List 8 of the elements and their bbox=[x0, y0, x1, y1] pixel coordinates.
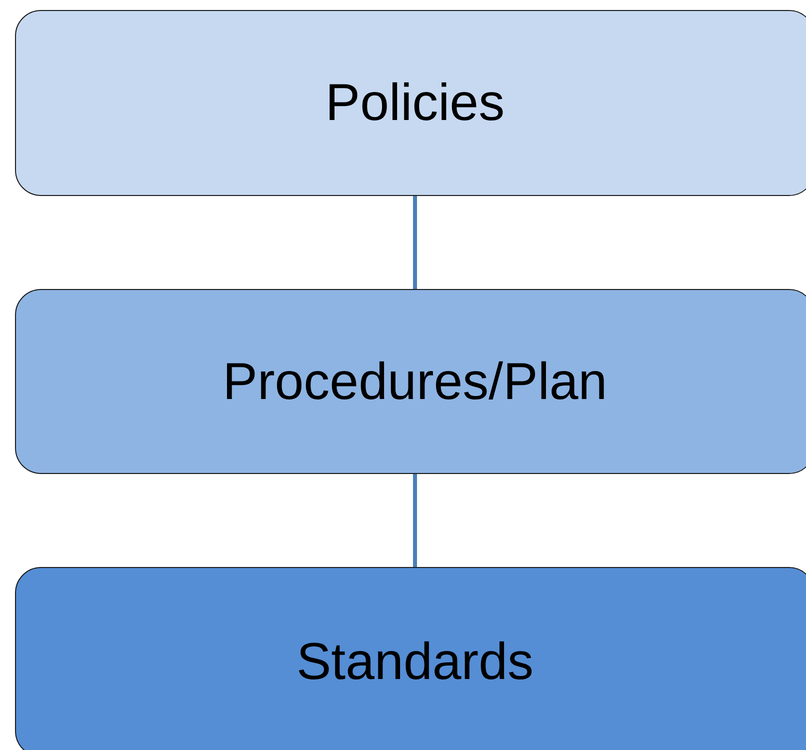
connector-line bbox=[413, 196, 417, 289]
process-box bbox=[15, 10, 806, 196]
process-box bbox=[15, 567, 806, 750]
box-label: Policies bbox=[325, 73, 505, 133]
box-label: Standards bbox=[296, 632, 534, 692]
process-box bbox=[15, 289, 806, 474]
box-label: Procedures/Plan bbox=[222, 352, 608, 412]
connector-line bbox=[413, 474, 417, 567]
